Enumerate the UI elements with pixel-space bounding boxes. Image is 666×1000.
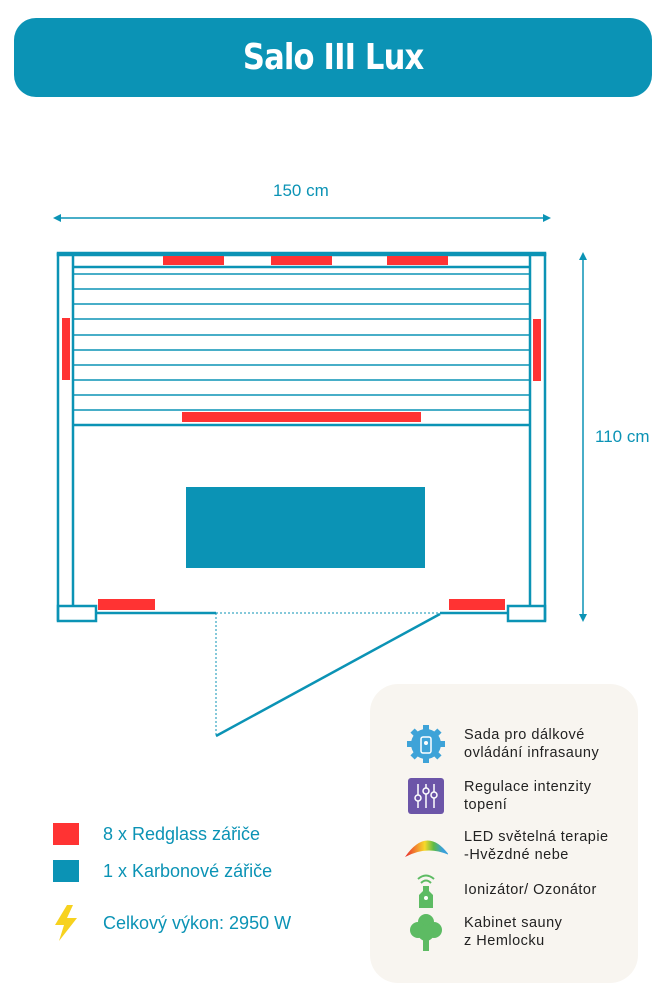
feature-text: Kabinet sauny xyxy=(464,915,563,931)
legend-label: Celkový výkon: 2950 W xyxy=(103,912,292,933)
page-title: Salo III Lux xyxy=(242,37,424,78)
feature-text: Regulace intenzity xyxy=(464,779,592,795)
red-square-icon xyxy=(53,823,79,845)
feature-remote: Sada pro dálkové ovládání infrasauny xyxy=(404,724,599,764)
width-label: 150 cm xyxy=(273,181,329,200)
feature-text: Sada pro dálkové xyxy=(464,727,585,743)
legend-power: Celkový výkon: 2950 W xyxy=(53,905,291,941)
feature-text: topení xyxy=(464,797,508,813)
legend-redglass: 8 x Redglass zářiče xyxy=(53,823,260,845)
feature-ionizer: Ionizátor/ Ozonátor xyxy=(404,870,597,910)
rainbow-icon xyxy=(405,840,448,857)
ionizer-icon xyxy=(417,874,435,908)
sliders-icon xyxy=(408,778,444,814)
teal-square-icon xyxy=(53,860,79,882)
features-panel: Sada pro dálkové ovládání infrasauny Regu… xyxy=(370,684,638,983)
header-banner: Salo III Lux xyxy=(14,18,652,97)
carbon-heater xyxy=(186,487,425,568)
tree-icon xyxy=(410,914,442,951)
feature-text: Ionizátor/ Ozonátor xyxy=(464,882,597,898)
legend-label: 8 x Redglass zářiče xyxy=(103,823,261,844)
lightning-icon xyxy=(55,905,77,941)
legend-carbon: 1 x Karbonové zářiče xyxy=(53,860,272,882)
feature-text: -Hvězdné nebe xyxy=(464,847,569,863)
feature-text: LED světelná terapie xyxy=(464,829,609,845)
feature-cabin: Kabinet sauny z Hemlocku xyxy=(404,912,562,952)
feature-text: z Hemlocku xyxy=(464,933,545,949)
feature-regulation: Regulace intenzity topení xyxy=(404,776,592,816)
redglass-heaters xyxy=(62,256,541,610)
feature-led: LED světelná terapie -Hvězdné nebe xyxy=(404,826,609,866)
remote-gear-icon xyxy=(407,725,445,763)
feature-text: ovládání infrasauny xyxy=(464,745,600,761)
legend-label: 1 x Karbonové zářiče xyxy=(103,860,273,881)
door-swing xyxy=(215,612,441,738)
depth-label: 110 cm xyxy=(595,427,650,446)
